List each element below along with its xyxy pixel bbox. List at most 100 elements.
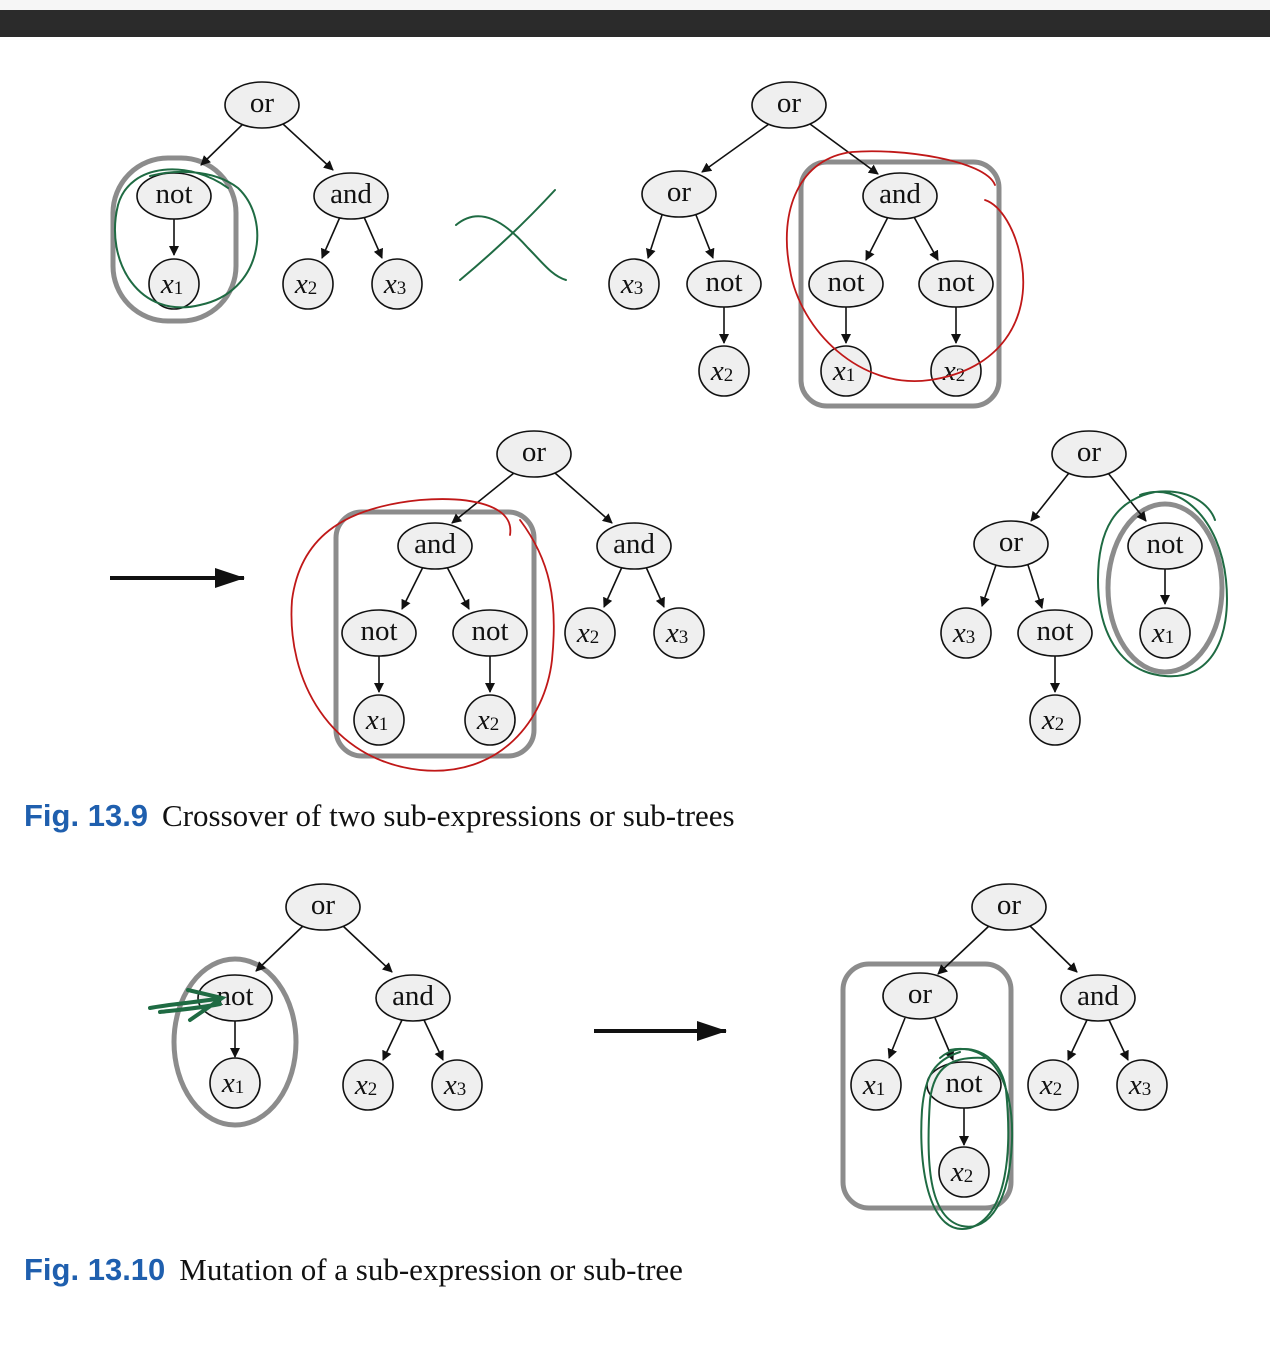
node-or: or — [1051, 430, 1127, 478]
caption-text: Crossover of two sub-expressions or sub-… — [162, 798, 735, 833]
svg-text:not: not — [937, 266, 974, 298]
svg-text:or: or — [1077, 436, 1102, 468]
node-not: not — [341, 609, 417, 657]
node-x2: x2 — [282, 258, 334, 310]
svg-text:x2: x2 — [354, 1069, 377, 1101]
annotation-green-circle — [1096, 490, 1228, 678]
annotation-green-loop — [920, 1048, 1010, 1230]
svg-text:x3: x3 — [383, 268, 406, 300]
annotation-red-circle — [786, 150, 1025, 382]
svg-text:and: and — [1077, 980, 1119, 1012]
annotation-green-circle — [113, 168, 259, 309]
svg-text:x3: x3 — [620, 268, 643, 300]
svg-text:x2: x2 — [576, 617, 599, 649]
node-not: not — [918, 260, 994, 308]
tree-mutation-after: or or and x1 not x2 x3 x2 — [840, 883, 1168, 1230]
node-x2: x2 — [698, 345, 750, 397]
node-or: or — [882, 972, 958, 1020]
svg-text:or: or — [522, 436, 547, 468]
node-x1: x1 — [353, 694, 405, 746]
node-or: or — [973, 520, 1049, 568]
svg-text:and: and — [879, 178, 921, 210]
annotation-green-loop — [927, 1047, 1014, 1228]
svg-text:not: not — [945, 1067, 982, 1099]
node-and: and — [375, 974, 451, 1022]
svg-text:x2: x2 — [476, 704, 499, 736]
svg-text:and: and — [330, 178, 372, 210]
svg-text:x2: x2 — [942, 355, 965, 387]
annotation-red-circle — [290, 498, 555, 772]
node-x2: x2 — [930, 345, 982, 397]
svg-text:x2: x2 — [294, 268, 317, 300]
node-and: and — [1060, 974, 1136, 1022]
svg-text:or: or — [999, 526, 1024, 558]
node-x1: x1 — [850, 1059, 902, 1111]
highlight-box — [171, 956, 299, 1128]
svg-text:x1: x1 — [862, 1069, 885, 1101]
node-and: and — [397, 522, 473, 570]
node-and: and — [596, 522, 672, 570]
node-x1: x1 — [148, 258, 200, 310]
node-not: not — [686, 260, 762, 308]
node-and: and — [313, 172, 389, 220]
tree-offspring-2: or or not x3 not x1 x2 — [940, 430, 1228, 746]
node-x3: x3 — [608, 258, 660, 310]
node-x1: x1 — [209, 1057, 261, 1109]
annotation-green-arrow — [148, 988, 227, 1022]
node-x2: x2 — [564, 607, 616, 659]
svg-text:not: not — [216, 980, 253, 1012]
node-x3: x3 — [653, 607, 705, 659]
node-or: or — [641, 170, 717, 218]
svg-text:or: or — [250, 87, 275, 119]
node-x2: x2 — [1029, 694, 1081, 746]
node-or: or — [496, 430, 572, 478]
highlight-box — [110, 155, 239, 324]
svg-text:x3: x3 — [952, 617, 975, 649]
annotation-cross-2 — [459, 189, 556, 281]
svg-text:x1: x1 — [160, 268, 183, 300]
node-x3: x3 — [1116, 1059, 1168, 1111]
figure-number: Fig. 13.10 — [24, 1252, 166, 1287]
svg-text:not: not — [155, 178, 192, 210]
node-or: or — [971, 883, 1047, 931]
node-x2: x2 — [938, 1146, 990, 1198]
svg-text:and: and — [613, 528, 655, 560]
node-not: not — [136, 172, 212, 220]
tree-offspring-1: or and and not not x2 x3 x1 x2 — [290, 430, 705, 772]
node-not: not — [926, 1061, 1002, 1109]
top-bar — [0, 10, 1270, 37]
node-x3: x3 — [431, 1059, 483, 1111]
highlight-box — [840, 961, 1014, 1211]
svg-text:and: and — [414, 528, 456, 560]
svg-text:or: or — [311, 889, 336, 921]
node-x2: x2 — [464, 694, 516, 746]
node-or: or — [285, 883, 361, 931]
svg-text:x1: x1 — [221, 1067, 244, 1099]
node-not: not — [1017, 609, 1093, 657]
node-or: or — [751, 81, 827, 129]
svg-text:not: not — [471, 615, 508, 647]
svg-text:x2: x2 — [710, 355, 733, 387]
svg-text:not: not — [827, 266, 864, 298]
svg-text:x3: x3 — [1128, 1069, 1151, 1101]
node-and: and — [862, 172, 938, 220]
tree-mutation-before: or not and x1 x2 x3 — [148, 883, 483, 1128]
svg-text:x2: x2 — [950, 1156, 973, 1188]
highlight-box — [798, 159, 1002, 409]
node-not: not — [197, 974, 273, 1022]
node-x3: x3 — [940, 607, 992, 659]
tree-parent-1: or not and x1 x2 x3 — [110, 81, 423, 324]
svg-text:and: and — [392, 980, 434, 1012]
svg-text:x1: x1 — [365, 704, 388, 736]
node-x2: x2 — [1027, 1059, 1079, 1111]
svg-text:not: not — [1146, 528, 1183, 560]
node-not: not — [1127, 522, 1203, 570]
svg-text:x1: x1 — [832, 355, 855, 387]
svg-text:x2: x2 — [1039, 1069, 1062, 1101]
annotation-cross-1 — [455, 215, 567, 281]
svg-text:not: not — [360, 615, 397, 647]
node-or: or — [224, 81, 300, 129]
svg-text:or: or — [777, 87, 802, 119]
